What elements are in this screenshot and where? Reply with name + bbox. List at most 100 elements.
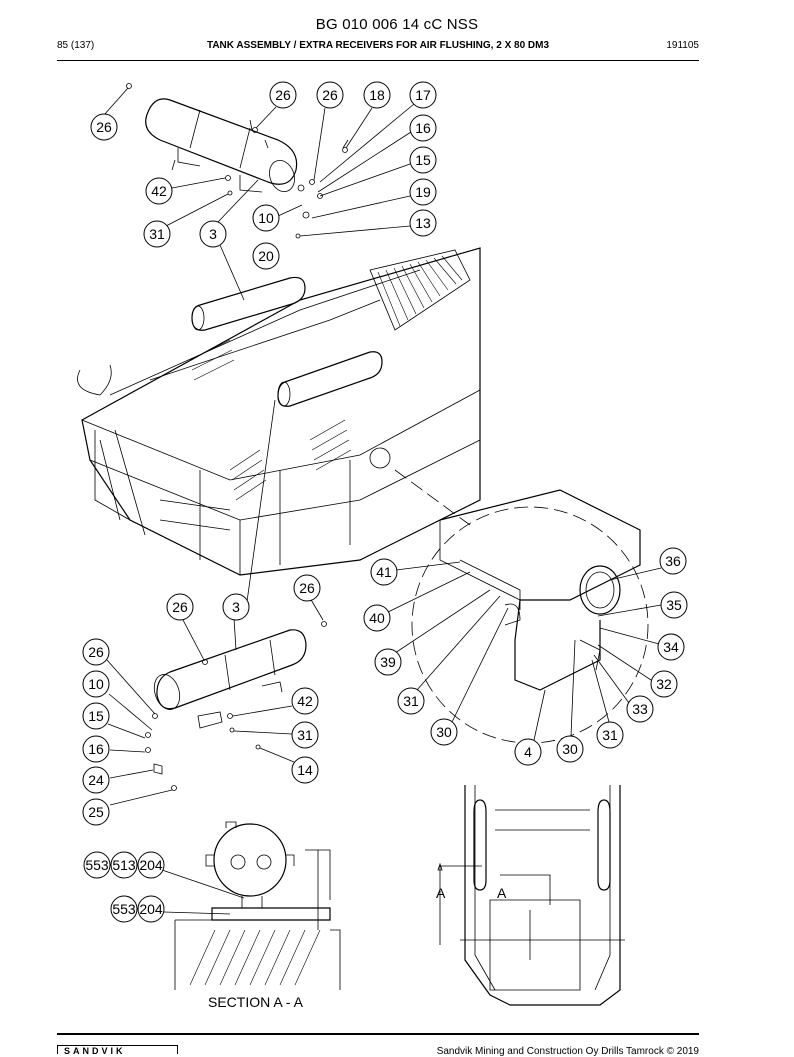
callout-26: 26	[166, 593, 194, 621]
svg-text:3: 3	[232, 599, 240, 615]
callout-19: 19	[409, 178, 437, 206]
top-view: A A	[436, 785, 625, 1006]
revision-date: 191105	[666, 40, 699, 51]
svg-text:42: 42	[151, 183, 167, 199]
callout-26: 26	[293, 574, 321, 602]
callout-553: 553	[110, 895, 138, 923]
callout-14: 14	[291, 756, 319, 784]
svg-text:40: 40	[369, 610, 385, 626]
callout-33: 33	[626, 695, 654, 723]
svg-text:25: 25	[88, 804, 104, 820]
svg-text:16: 16	[415, 120, 431, 136]
callout-26: 26	[269, 81, 297, 109]
svg-text:31: 31	[149, 226, 165, 242]
detail-zoom	[394, 469, 649, 744]
svg-text:32: 32	[656, 676, 672, 692]
callout-30: 30	[556, 735, 584, 763]
callout-4: 4	[514, 738, 542, 766]
svg-text:513: 513	[112, 857, 136, 873]
svg-text:553: 553	[112, 901, 136, 917]
svg-text:34: 34	[663, 639, 679, 655]
svg-text:15: 15	[88, 708, 104, 724]
svg-text:18: 18	[369, 87, 385, 103]
svg-text:26: 26	[88, 644, 104, 660]
view-mark-left: A	[436, 885, 446, 901]
svg-text:204: 204	[139, 857, 163, 873]
svg-text:30: 30	[436, 724, 452, 740]
top-tank-assembly	[126, 83, 349, 239]
callout-36: 36	[659, 547, 687, 575]
svg-text:204: 204	[139, 901, 163, 917]
svg-text:13: 13	[415, 215, 431, 231]
callout-31: 31	[397, 687, 425, 715]
svg-text:16: 16	[88, 741, 104, 757]
sandvik-logo: SANDVIK	[57, 1045, 178, 1054]
page-title: TANK ASSEMBLY / EXTRA RECEIVERS FOR AIR …	[206, 40, 550, 51]
callout-26: 26	[90, 113, 118, 141]
svg-text:26: 26	[275, 87, 291, 103]
svg-text:33: 33	[632, 701, 648, 717]
svg-text:26: 26	[322, 87, 338, 103]
callout-31: 31	[143, 220, 171, 248]
svg-text:17: 17	[415, 87, 431, 103]
svg-text:26: 26	[96, 119, 112, 135]
svg-text:20: 20	[258, 248, 274, 264]
svg-text:26: 26	[299, 580, 315, 596]
leader-lines	[103, 87, 662, 915]
header-divider	[57, 60, 699, 61]
callout-204: 204	[137, 851, 165, 879]
header-row: 85 (137) TANK ASSEMBLY / EXTRA RECEIVERS…	[57, 40, 699, 56]
callout-41: 41	[370, 558, 398, 586]
callout-15: 15	[82, 702, 110, 730]
section-label: SECTION A - A	[208, 994, 304, 1010]
callout-17: 17	[409, 81, 437, 109]
callout-15: 15	[409, 146, 437, 174]
callout-553: 553	[83, 851, 111, 879]
callout-39: 39	[374, 648, 402, 676]
svg-text:31: 31	[602, 727, 618, 743]
svg-text:31: 31	[403, 693, 419, 709]
callout-24: 24	[82, 766, 110, 794]
callout-31: 31	[596, 721, 624, 749]
svg-text:10: 10	[88, 676, 104, 692]
svg-text:39: 39	[380, 654, 396, 670]
callout-32: 32	[650, 670, 678, 698]
callout-40: 40	[363, 604, 391, 632]
svg-text:19: 19	[415, 184, 431, 200]
svg-text:41: 41	[376, 564, 392, 580]
machine-body	[77, 247, 481, 576]
callout-26: 26	[82, 638, 110, 666]
svg-text:14: 14	[297, 762, 313, 778]
callout-42: 42	[145, 177, 173, 205]
callout-3: 3	[199, 220, 227, 248]
callout-16: 16	[82, 735, 110, 763]
callout-513: 513	[110, 851, 138, 879]
callout-3: 3	[222, 593, 250, 621]
copyright-notice: Sandvik Mining and Construction Oy Drill…	[436, 1046, 699, 1057]
svg-text:30: 30	[562, 741, 578, 757]
svg-text:42: 42	[297, 693, 313, 709]
callout-30: 30	[430, 718, 458, 746]
document-id: BG 010 006 14 cC NSS	[315, 16, 479, 33]
callout-204: 204	[137, 895, 165, 923]
svg-text:3: 3	[209, 226, 217, 242]
callout-10: 10	[82, 670, 110, 698]
callout-25: 25	[82, 798, 110, 826]
callout-13: 13	[409, 209, 437, 237]
lower-tank-assembly	[145, 621, 327, 791]
callout-42: 42	[291, 687, 319, 715]
svg-text:26: 26	[172, 599, 188, 615]
svg-text:10: 10	[258, 210, 274, 226]
callout-10: 10	[252, 204, 280, 232]
svg-text:24: 24	[88, 772, 104, 788]
callout-26: 26	[316, 81, 344, 109]
footer-divider	[57, 1033, 699, 1035]
callout-18: 18	[363, 81, 391, 109]
callout-16: 16	[409, 114, 437, 142]
svg-text:35: 35	[666, 597, 682, 613]
view-mark-right: A	[497, 885, 507, 901]
svg-text:15: 15	[415, 152, 431, 168]
callout-34: 34	[657, 633, 685, 661]
callout-20: 20	[252, 242, 280, 270]
